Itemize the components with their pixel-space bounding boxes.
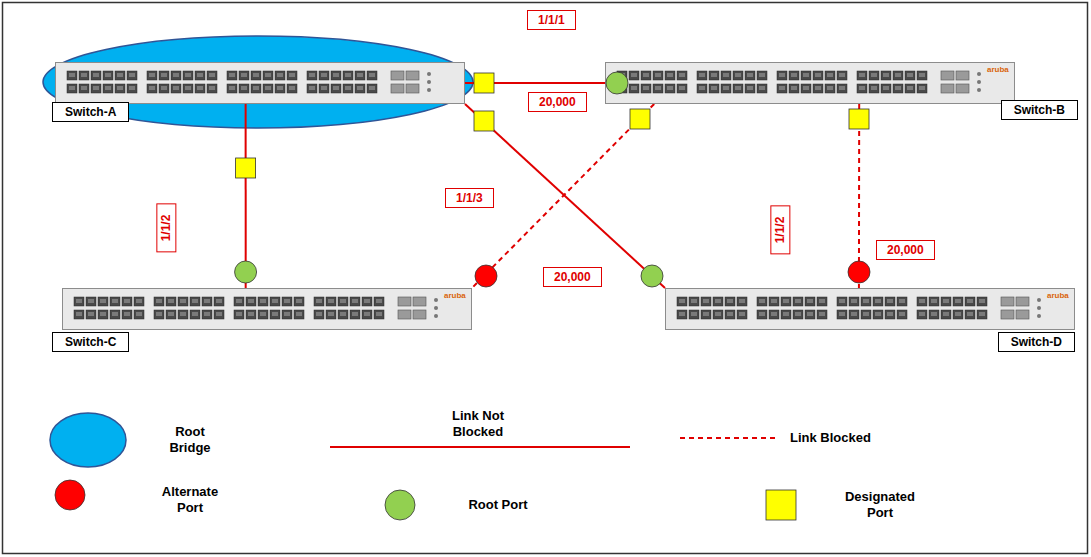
switch-case	[666, 289, 1075, 330]
switch-body	[62, 288, 472, 330]
switch-name: Switch-C	[52, 332, 129, 352]
legend-label: Link Not Blocked	[438, 408, 518, 439]
legend-swatch	[385, 490, 415, 520]
switch-case	[606, 63, 1015, 104]
blocked-link	[858, 104, 860, 288]
legend-label: Link Blocked	[790, 430, 871, 446]
switch-ports	[677, 297, 1041, 319]
port-label: 1/1/2	[770, 206, 790, 255]
switch-case	[63, 289, 472, 330]
port-label: 1/1/2	[156, 204, 176, 253]
frame	[3, 3, 1088, 554]
network-switch: Switch-Caruba	[62, 288, 472, 330]
alternate-port	[848, 261, 870, 283]
switch-name: Switch-D	[998, 332, 1075, 352]
legend-label: Designated Port	[833, 489, 928, 520]
switch-body	[665, 288, 1075, 330]
network-switch: Switch-Daruba	[665, 288, 1075, 330]
brand-logo: aruba	[444, 291, 466, 300]
root-bridge-ellipse	[43, 36, 473, 128]
brand-logo: aruba	[1047, 291, 1069, 300]
brand-logo: aruba	[987, 65, 1009, 74]
network-switch: Switch-A	[55, 62, 465, 104]
blocked-line-sample	[680, 437, 775, 439]
legend-swatch	[55, 480, 85, 510]
port-label: 1/1/1	[527, 10, 576, 30]
active-link	[465, 82, 605, 84]
designated-port	[630, 109, 650, 129]
designated-port	[236, 158, 256, 178]
alternate-port	[475, 265, 497, 287]
switch-ports	[617, 71, 981, 93]
active-line-sample	[330, 446, 630, 448]
legend-swatch	[50, 413, 126, 467]
switch-name: Switch-B	[1001, 100, 1078, 120]
switch-case	[56, 63, 465, 104]
legend-swatch	[766, 490, 796, 520]
path-cost: 20,000	[543, 267, 602, 287]
root-port	[235, 261, 257, 283]
active-link	[245, 104, 247, 288]
designated-port	[474, 111, 494, 131]
path-cost: 20,000	[528, 92, 587, 112]
legend-label: Root Port	[468, 497, 527, 513]
path-cost: 20,000	[876, 240, 935, 260]
designated-port	[849, 109, 869, 129]
switch-name: Switch-A	[52, 102, 129, 122]
switch-ports	[74, 297, 438, 319]
blocked-link	[472, 104, 654, 288]
switch-ports	[67, 71, 431, 93]
legend-label: Root Bridge	[155, 424, 225, 455]
designated-port	[474, 73, 494, 93]
legend-label: Alternate Port	[150, 484, 230, 515]
switch-body	[605, 62, 1015, 104]
active-link	[465, 104, 665, 288]
root-port	[641, 265, 663, 287]
legend-samples	[50, 413, 796, 520]
port-label: 1/1/3	[445, 188, 494, 208]
switch-body	[55, 62, 465, 104]
network-switch: Switch-Baruba	[605, 62, 1015, 104]
